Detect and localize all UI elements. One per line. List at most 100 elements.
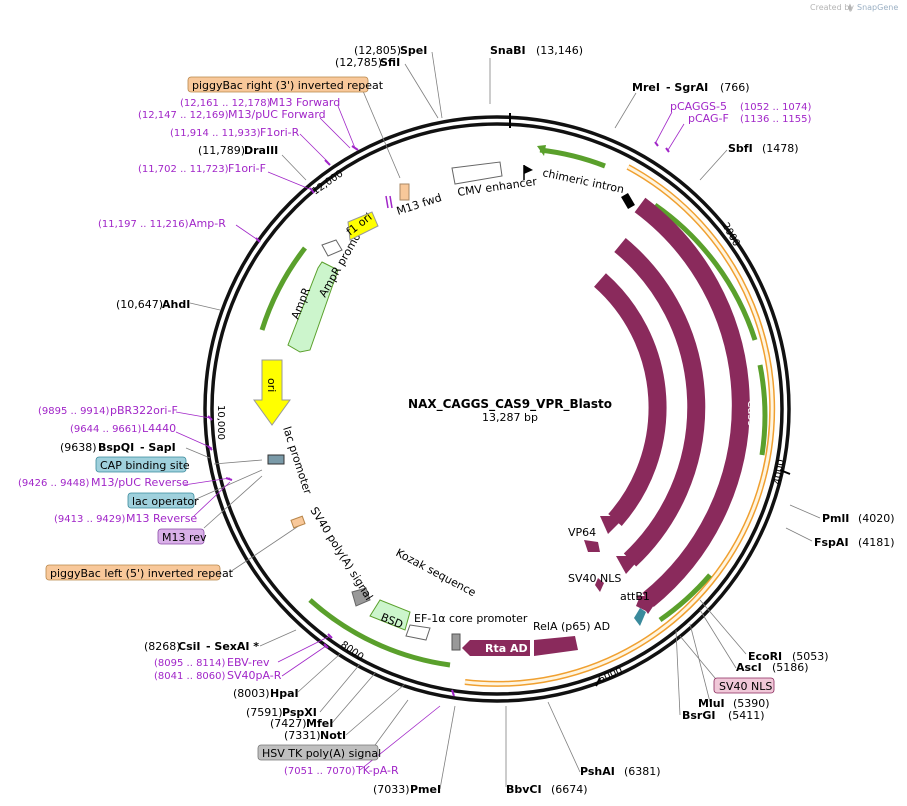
m13rev-primer-range: (9413 .. 9429)	[54, 514, 126, 525]
pbr-primer-name: pBR322ori-F	[110, 404, 178, 417]
ampr-primer-range: (11,197 .. 11,216)	[98, 219, 189, 230]
ampr-promoter-box	[321, 239, 343, 257]
mfei-pos: (7427)	[270, 717, 307, 730]
piggybac-right-box	[187, 76, 369, 93]
green-arrow-bottom	[308, 598, 451, 668]
asci-name: AscI	[736, 661, 762, 674]
snabi-pos: (13,146)	[536, 44, 583, 57]
primer-marks	[207, 141, 670, 697]
chimeric-label: chimeric intron	[541, 166, 625, 196]
piggybac-left-label: piggyBac left (5') inverted repeat	[50, 567, 234, 580]
tick-10000: 10,000	[215, 405, 226, 440]
noti-name: NotI	[320, 729, 346, 742]
ampr-arrow	[287, 261, 339, 353]
piggybac-right-label: piggyBac right (3') inverted repeat	[192, 79, 384, 92]
m13rev-box	[157, 528, 205, 545]
vp64-label: VP64	[568, 526, 596, 539]
cas9-arc-inner	[594, 273, 667, 526]
green-arrow-right1	[653, 202, 758, 341]
sv40par-primer-name: SV40pA-R	[227, 669, 282, 682]
bbvci-pos: (6674)	[551, 783, 588, 796]
cap-binding-label: CAP binding site	[100, 459, 190, 472]
lac-promoter-label: lac promoter	[280, 425, 314, 496]
sv40-nls-arrow	[595, 578, 604, 592]
pbr-primer-range: (9895 .. 9914)	[38, 406, 110, 417]
mlui-pos: (5390)	[733, 697, 770, 710]
sexai-name: - SexAI *	[206, 640, 259, 653]
sv40-nls-label: SV40 NLS	[568, 572, 621, 585]
ecori-pos: (5053)	[792, 650, 829, 663]
cas9-label-middle: Cas9	[705, 400, 718, 427]
asci-pos: (5186)	[772, 661, 809, 674]
green-arrow-right2	[757, 364, 768, 456]
m13rev-primer-name: M13 Reverse	[126, 512, 197, 525]
sbfi-pos: (1478)	[762, 142, 799, 155]
m13fwd-primer-range: (12,161 .. 12,178)	[180, 98, 271, 109]
pmli-name: PmlI	[822, 512, 849, 525]
chimeric-intron-flag-icon	[524, 165, 533, 174]
backbone-outer	[203, 115, 791, 703]
credit-prefix: Created by	[810, 3, 854, 12]
f1orif-primer-name: F1ori-F	[228, 162, 266, 175]
f1orir-primer-range: (11,914 .. 11,933)	[170, 128, 261, 139]
tkpar-primer-name: TK-pA-R	[355, 764, 399, 777]
m13pucrev-primer-range: (9426 .. 9448)	[18, 478, 90, 489]
ori-arrow	[253, 359, 291, 426]
m13rev-box-label: M13 rev	[162, 531, 207, 544]
plasmid-name: NAX_CAGGS_CAS9_VPR_Blasto	[408, 397, 612, 412]
sv40par-primer-range: (8041 .. 8060)	[154, 671, 226, 682]
ahdi-pos: (10,647)	[116, 298, 163, 311]
green-arrowhead-top	[537, 145, 546, 156]
m13puc-primer-name: M13/pUC Forward	[228, 108, 326, 121]
green-arrow-right3	[658, 573, 712, 623]
vp64-arrow	[584, 540, 600, 552]
chimeric-end-box	[621, 192, 635, 210]
sbfi-name: SbfI	[728, 142, 753, 155]
attb1-marker	[634, 608, 646, 626]
pspxi-pos: (7591)	[246, 706, 283, 719]
pshai-name: PshAI	[580, 765, 615, 778]
hsv-tk-label: HSV TK poly(A) signal	[262, 747, 381, 760]
snapgene-logo-icon: ⧫	[848, 3, 852, 12]
cas9-arrowhead-middle	[616, 556, 642, 574]
cas9-arc-outer	[634, 197, 750, 607]
ef1a-promoter-box	[451, 633, 461, 651]
mrei-name: MreI	[632, 81, 660, 94]
f1ori-arrow	[347, 211, 379, 241]
primer-leaders	[175, 105, 685, 771]
bsd-arrow	[369, 599, 411, 631]
plasmid-length: 13,287 bp	[482, 411, 538, 424]
m13fwd-primer-mark2	[389, 195, 393, 209]
pcagf-primer-range: (1136 .. 1155)	[740, 114, 812, 125]
kozak-label: Kozak sequence	[394, 546, 479, 599]
tick-mark-6000	[595, 677, 601, 687]
attb1-label: attB1	[620, 590, 650, 603]
bspqi-pos: (9638)	[60, 441, 97, 454]
draiii-pos: (11,789)	[198, 144, 245, 157]
pmei-pos: (7033)	[373, 783, 410, 796]
bsrgi-name: BsrGI	[682, 709, 715, 722]
rta-label: Rta AD	[485, 642, 528, 655]
tick-mark-4000	[779, 469, 791, 475]
sv40polya-label: SV40 poly(A) signal	[307, 505, 375, 603]
csii-pos: (8268)	[144, 640, 181, 653]
backbone-inner	[210, 122, 784, 696]
mlui-name: MluI	[698, 697, 725, 710]
fspai-name: FspAI	[814, 536, 849, 549]
pmli-pos: (4020)	[858, 512, 895, 525]
ecori-name: EcoRI	[748, 650, 782, 663]
mrei-pos: (766)	[720, 81, 750, 94]
cas9-arc-middle	[614, 238, 706, 567]
pshai-pos: (6381)	[624, 765, 661, 778]
bbvci-name: BbvCI	[506, 783, 542, 796]
m13pucrev-primer-name: M13/pUC Reverse	[91, 476, 189, 489]
csii-name: CsiI	[178, 640, 200, 653]
m13fwd-primer-name: M13 Forward	[269, 96, 340, 109]
tick-8000: 8000	[338, 639, 365, 663]
lac-operator-box	[127, 492, 195, 509]
noti-pos: (7331)	[284, 729, 321, 742]
cmv-enhancer-box	[451, 161, 503, 185]
spei-name: SpeI	[400, 44, 427, 57]
hpai-pos: (8003)	[233, 687, 270, 700]
